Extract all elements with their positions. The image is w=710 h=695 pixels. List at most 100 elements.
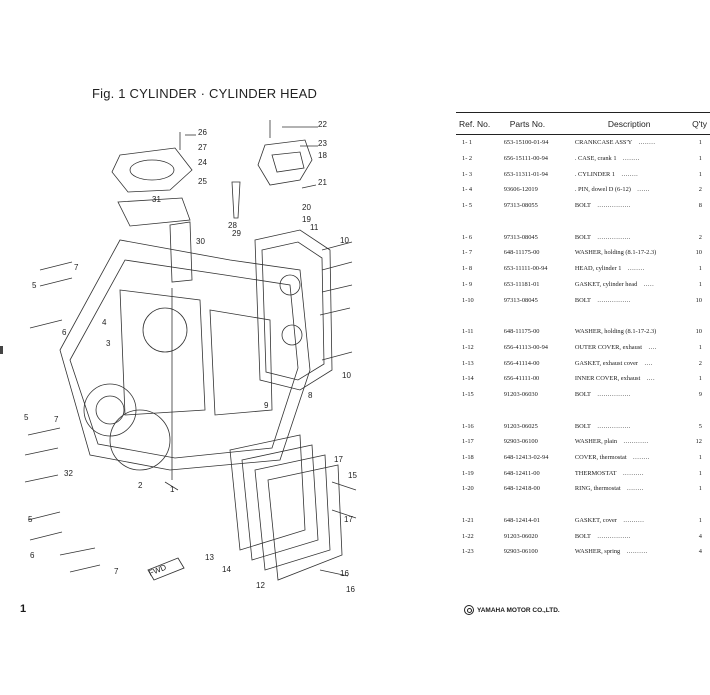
parts-no-cell: 92903-06100 [503,548,538,556]
leader-dots: ........ [622,155,640,163]
callout-number: 5 [24,413,29,422]
callout-number: 2 [138,481,143,490]
callout-number: 7 [114,567,119,576]
leader-dots: ................ [597,296,631,304]
callout-number: 30 [196,237,205,246]
group-spacer [456,213,710,229]
table-row: 1-14 656-41111-00 INNER COVER, exhaust ...… [456,371,710,387]
description-cell: THERMOSTAT .......... [571,465,688,481]
ref-no-cell: 1- 3 [462,170,473,178]
description-text: THERMOSTAT [574,469,617,477]
description-text: HEAD, cylinder 1 [574,265,622,273]
leader-dots: ........ [621,170,639,178]
description-cell: HEAD, cylinder 1 ........ [571,261,688,277]
callout-number: 13 [205,553,214,562]
description-text: BOLT [574,422,591,430]
table-row: 1- 2 656-15111-00-94 . CASE, crank 1 .....… [456,151,710,167]
parts-no-cell: 656-41111-00 [503,375,540,383]
ref-no-cell: 1-17 [462,438,474,446]
parts-no-cell: 656-15111-00-94 [503,155,548,163]
description-cell: BOLT ................ [571,292,688,308]
description-cell: WASHER, plain ............ [571,434,688,450]
quantity-cell: 5 [698,422,702,430]
callout-number: 29 [232,229,241,238]
group-spacer [456,402,710,418]
description-text: CRANKCASE ASS'Y [574,139,633,147]
leader-dots: .... [648,343,657,351]
leader-dots: ...... [637,186,650,194]
description-cell: RING, thermostat ........ [571,481,688,497]
parts-list-table: Ref. No. Parts No. Description Q'ty 1- 1… [456,112,710,560]
parts-no-cell: 92903-06100 [503,438,538,446]
description-cell: COVER, thermostat ........ [571,450,688,466]
quantity-cell: 12 [695,438,702,446]
description-cell: BOLT ................ [571,198,688,214]
parts-no-cell: 653-11311-01-94 [503,170,548,178]
group-spacer [456,497,710,513]
description-cell: . PIN, dowel D (6-12) ...... [571,182,688,198]
callout-number: 3 [106,339,111,348]
callout-number: 5 [32,281,37,290]
callout-number: 10 [340,236,349,245]
page-edge-mark [0,346,3,354]
parts-no-cell: 648-12418-00 [503,485,540,493]
leader-dots: .... [644,359,653,367]
description-text: COVER, thermostat [574,454,627,462]
quantity-cell: 1 [698,343,702,351]
quantity-cell: 1 [698,170,702,178]
callout-number: 31 [152,195,161,204]
description-cell: . CASE, crank 1 ........ [571,151,688,167]
cylinder-head-exploded-drawing: 2627242531222318212019111028293075463982… [24,120,357,594]
parts-no-cell: 648-12414-01 [503,517,540,525]
description-text: WASHER, holding (8.1-17-2.3) [574,249,657,257]
parts-no-cell: 91203-06025 [503,422,538,430]
leader-dots: .......... [623,517,645,525]
callout-number: 6 [62,328,67,337]
callout-number: 19 [302,215,311,224]
quantity-cell: 1 [698,280,702,288]
description-cell: GASKET, cylinder head ..... [571,277,688,293]
quantity-cell: 10 [695,328,702,336]
description-text: OUTER COVER, exhaust [574,343,643,351]
spacer-cell [456,402,710,418]
parts-no-cell: 653-15100-01-94 [503,139,549,147]
callout-number: 16 [340,569,349,578]
quantity-cell: 1 [698,265,702,273]
description-text: RING, thermostat [574,485,621,493]
callout-number: 32 [64,469,73,478]
parts-no-cell: 656-41113-00-94 [503,343,548,351]
leader-dots: ................ [597,202,631,210]
description-text: BOLT [574,532,591,540]
callout-number: 23 [318,139,327,148]
description-text: GASKET, exhaust cover [574,359,639,367]
spacer-cell [456,213,710,229]
callout-number: 5 [28,515,33,524]
ref-no-cell: 1-12 [462,343,474,351]
description-text: GASKET, cover [574,517,617,525]
quantity-cell: 4 [698,532,702,540]
description-cell: INNER COVER, exhaust .... [571,371,688,387]
parts-no-cell: 656-41114-00 [503,359,540,367]
ref-no-cell: 1- 9 [462,280,473,288]
quantity-cell: 1 [698,139,702,147]
description-text: BOLT [574,202,591,210]
table-row: 1-17 92903-06100 WASHER, plain ...........… [456,434,710,450]
ref-no-cell: 1- 2 [462,155,473,163]
ref-no-cell: 1-14 [462,375,474,383]
leader-dots: ................ [597,233,631,241]
callout-number: 20 [302,203,311,212]
description-text: WASHER, spring [574,548,621,556]
description-cell: BOLT ................ [571,528,688,544]
